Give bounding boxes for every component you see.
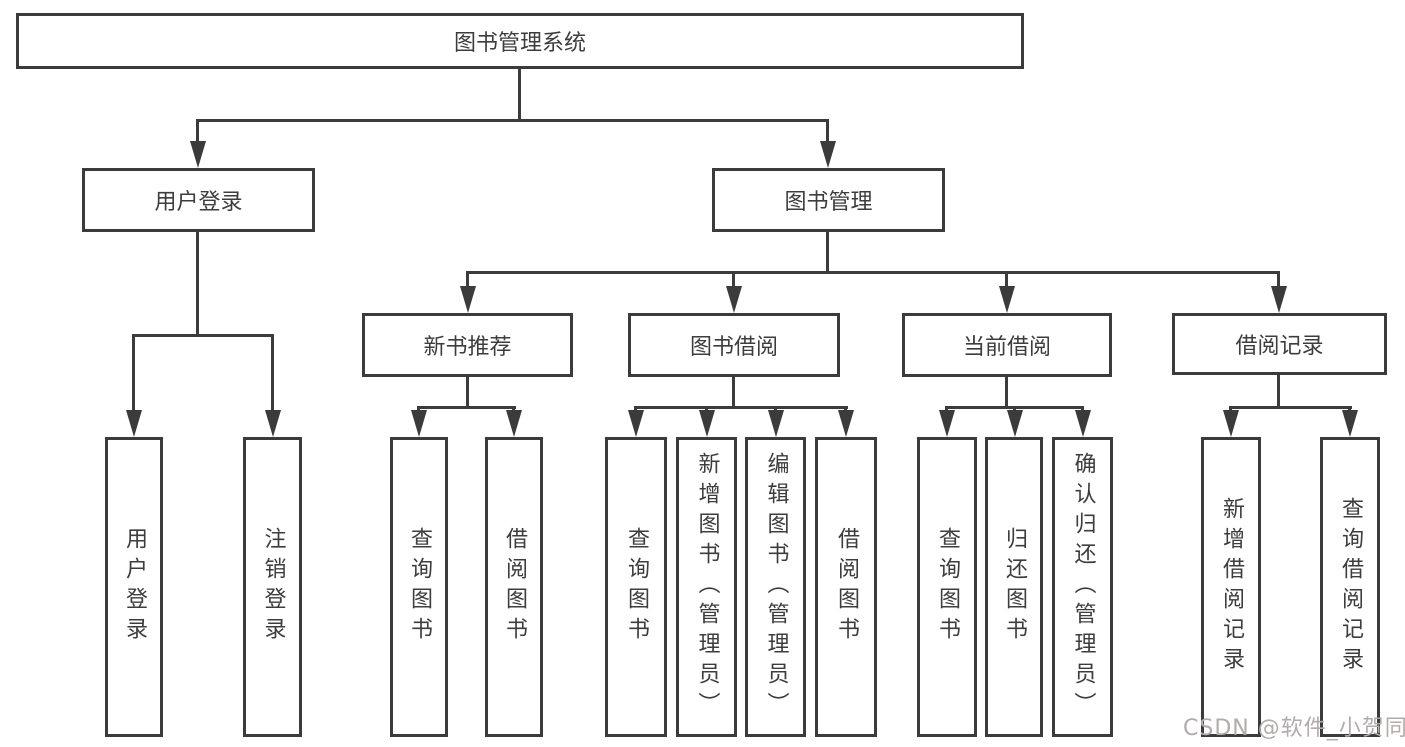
leaf-query-books-borrow-label: 查询图书 <box>624 527 649 647</box>
leaf-user-login: 用户登录 <box>105 437 163 737</box>
leaf-return-books: 归还图书 <box>985 437 1043 737</box>
arrow-down-icon <box>411 410 427 437</box>
node-new-book-recommend-label: 新书推荐 <box>423 335 512 360</box>
leaf-borrow-books-recommend: 借阅图书 <box>485 437 543 737</box>
leaf-logout: 注销登录 <box>243 437 302 737</box>
connector-to-leaf-user-login <box>132 334 135 412</box>
leaf-user-login-label: 用户登录 <box>122 527 147 647</box>
leaf-query-books-current: 查询图书 <box>917 437 977 737</box>
connector-to-user-login <box>196 119 199 143</box>
leaf-query-borrow-record: 查询借阅记录 <box>1320 437 1380 737</box>
node-root: 图书管理系统 <box>16 13 1024 69</box>
arrow-down-icon <box>820 141 836 168</box>
leaf-borrow-books-label: 借阅图书 <box>834 527 859 647</box>
node-book-management: 图书管理 <box>712 168 945 232</box>
connector-records-stub <box>1277 375 1280 408</box>
leaf-add-borrow-record-label: 新增借阅记录 <box>1219 497 1244 677</box>
arrow-down-icon <box>1075 410 1091 437</box>
arrow-down-icon <box>190 141 206 168</box>
connector-borrow-stub <box>732 377 735 408</box>
node-new-book-recommend: 新书推荐 <box>362 313 573 377</box>
node-current-borrow-label: 当前借阅 <box>962 335 1051 360</box>
leaf-query-books-recommend: 查询图书 <box>390 437 448 737</box>
connector-to-recommend <box>466 271 469 289</box>
leaf-borrow-books-recommend-label: 借阅图书 <box>502 527 527 647</box>
leaf-confirm-return-admin-label: 确认归还（管理员） <box>1070 452 1096 722</box>
connector-records-split <box>1229 406 1352 409</box>
arrow-down-icon <box>838 410 854 437</box>
connector-recommend-split <box>417 406 516 409</box>
node-current-borrow: 当前借阅 <box>902 313 1112 377</box>
node-root-label: 图书管理系统 <box>453 31 586 56</box>
connector-to-book-management <box>826 119 829 143</box>
arrow-down-icon <box>726 286 742 313</box>
arrow-down-icon <box>939 410 955 437</box>
connector-manage-split <box>466 271 1280 274</box>
connector-root-split <box>196 119 829 122</box>
connector-to-borrow-records <box>1277 271 1280 289</box>
leaf-query-books-borrow: 查询图书 <box>605 437 667 737</box>
node-book-borrow: 图书借阅 <box>628 313 840 377</box>
arrow-down-icon <box>768 410 784 437</box>
leaf-edit-books-admin: 编辑图书（管理员） <box>745 437 806 737</box>
node-book-borrow-label: 图书借阅 <box>689 335 778 360</box>
leaf-query-books-current-label: 查询图书 <box>935 527 960 647</box>
connector-borrow-split <box>634 406 848 409</box>
leaf-query-books-recommend-label: 查询图书 <box>407 527 432 647</box>
arrow-down-icon <box>1223 410 1239 437</box>
connector-manage-stub <box>826 232 829 274</box>
leaf-confirm-return-admin: 确认归还（管理员） <box>1052 437 1113 737</box>
arrow-down-icon <box>628 410 644 437</box>
connector-login-stub <box>196 232 199 337</box>
arrow-down-icon <box>699 410 715 437</box>
connector-current-stub <box>1005 377 1008 408</box>
node-user-login-label: 用户登录 <box>154 190 243 215</box>
leaf-add-borrow-record: 新增借阅记录 <box>1201 437 1261 737</box>
arrow-down-icon <box>265 410 281 437</box>
leaf-query-borrow-record-label: 查询借阅记录 <box>1338 497 1363 677</box>
connector-recommend-stub <box>466 377 469 408</box>
arrow-down-icon <box>999 286 1015 313</box>
arrow-down-icon <box>1271 286 1287 313</box>
leaf-logout-label: 注销登录 <box>260 527 286 647</box>
leaf-borrow-books: 借阅图书 <box>815 437 877 737</box>
node-borrow-records: 借阅记录 <box>1172 313 1387 375</box>
arrow-down-icon <box>506 410 522 437</box>
arrow-down-icon <box>460 286 476 313</box>
connector-to-leaf-logout <box>271 334 274 412</box>
arrow-down-icon <box>1342 410 1358 437</box>
connector-to-current-borrow <box>1005 271 1008 289</box>
leaf-add-books-admin-label: 新增图书（管理员） <box>694 452 720 722</box>
leaf-add-books-admin: 新增图书（管理员） <box>676 437 737 737</box>
arrow-down-icon <box>1007 410 1023 437</box>
node-book-management-label: 图书管理 <box>784 190 873 215</box>
leaf-edit-books-admin-label: 编辑图书（管理员） <box>763 452 789 722</box>
node-borrow-records-label: 借阅记录 <box>1235 334 1324 359</box>
leaf-return-books-label: 归还图书 <box>1002 527 1027 647</box>
connector-login-split <box>132 334 274 337</box>
arrow-down-icon <box>126 410 142 437</box>
connector-root-stub <box>518 69 521 122</box>
connector-to-book-borrow <box>732 271 735 289</box>
node-user-login: 用户登录 <box>82 168 315 232</box>
watermark: CSDN @软件_小贺同学 <box>1183 716 1405 741</box>
